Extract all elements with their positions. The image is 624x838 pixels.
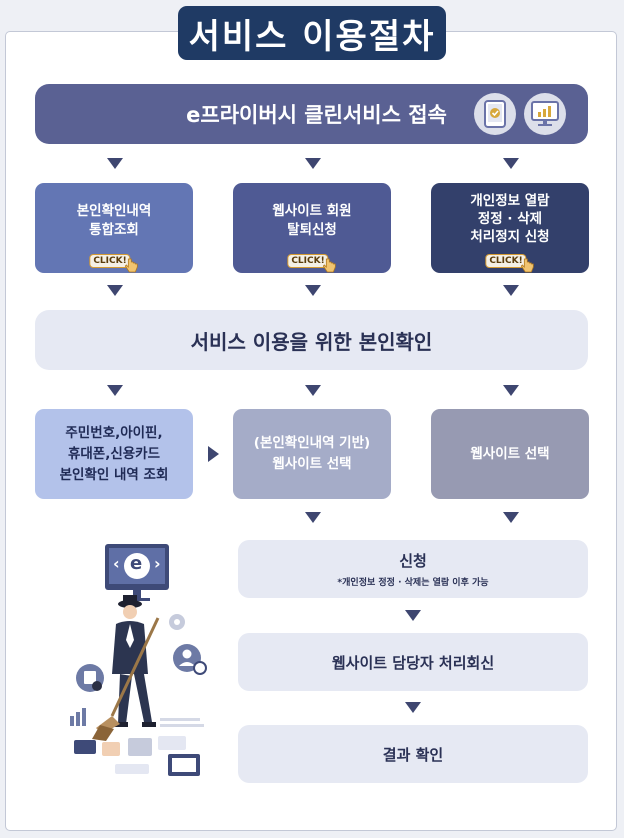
arrow-down bbox=[503, 512, 519, 523]
service-withdraw-button[interactable]: 웹사이트 회원 탈퇴신청 CLICK! bbox=[233, 183, 391, 273]
header-text: e프라이버시 클린서비스 접속 bbox=[186, 103, 447, 127]
header-banner: e프라이버시 클린서비스 접속 bbox=[35, 84, 588, 144]
header-icons bbox=[474, 93, 566, 135]
service-privacy-request-button[interactable]: 개인정보 열람 정정 · 삭제 처리정지 신청 CLICK! bbox=[431, 183, 589, 273]
step-select-website: 웹사이트 선택 bbox=[431, 409, 589, 499]
arrow-down bbox=[107, 285, 123, 296]
flow-apply: 신청 *개인정보 정정 · 삭제는 열람 이후 가능 bbox=[238, 540, 588, 598]
step-label-line: 본인확인 내역 조회 bbox=[59, 466, 169, 483]
monitor-chevron-left-icon: ‹ bbox=[113, 554, 120, 573]
service-label-line: 정정 · 삭제 bbox=[477, 211, 543, 227]
flow-reply: 웹사이트 담당자 처리회신 bbox=[238, 633, 588, 691]
arrow-down bbox=[503, 158, 519, 169]
tablet-icon bbox=[474, 93, 516, 135]
step-label-line: 웹사이트 선택 bbox=[272, 456, 352, 472]
pointer-hand-icon bbox=[521, 258, 535, 273]
service-label-line: 본인확인내역 bbox=[76, 203, 152, 219]
cleaning-illustration: ‹ e › bbox=[60, 540, 220, 785]
service-label-line: 처리정지 신청 bbox=[470, 229, 550, 245]
monitor-chart-icon bbox=[524, 93, 566, 135]
monitor-e-letter: e bbox=[130, 553, 143, 574]
page-title: 서비스 이용절차 bbox=[178, 6, 446, 60]
result-text: 결과 확인 bbox=[382, 745, 444, 764]
apply-note: *개인정보 정정 · 삭제는 열람 이후 가능 bbox=[337, 578, 489, 588]
arrow-down bbox=[503, 385, 519, 396]
service-identity-check-button[interactable]: 본인확인내역 통합조회 CLICK! bbox=[35, 183, 193, 273]
step-label-line: 휴대폰,신용카드 bbox=[67, 445, 161, 462]
apply-text: 신청 bbox=[399, 552, 427, 570]
arrow-down bbox=[305, 385, 321, 396]
step-label-line: (본인확인내역 기반) bbox=[253, 435, 371, 451]
service-label-line: 웹사이트 회원 bbox=[272, 203, 352, 219]
service-label-line: 탈퇴신청 bbox=[287, 222, 337, 238]
service-label-line: 통합조회 bbox=[89, 222, 139, 238]
service-label-line: 개인정보 열람 bbox=[470, 193, 550, 209]
step-label-line: 웹사이트 선택 bbox=[470, 445, 550, 462]
arrow-down bbox=[305, 158, 321, 169]
arrow-down bbox=[305, 285, 321, 296]
click-badge: CLICK! bbox=[485, 254, 535, 273]
arrow-down bbox=[305, 512, 321, 523]
step-label-line: 주민번호,아이핀, bbox=[65, 424, 163, 441]
verification-text: 서비스 이용을 위한 본인확인 bbox=[190, 329, 433, 354]
flow-result: 결과 확인 bbox=[238, 725, 588, 783]
arrow-down bbox=[107, 158, 123, 169]
identity-verification-step: 서비스 이용을 위한 본인확인 bbox=[35, 310, 588, 370]
click-badge: CLICK! bbox=[89, 254, 139, 273]
pointer-hand-icon bbox=[323, 258, 337, 273]
arrow-down bbox=[503, 285, 519, 296]
arrow-down bbox=[405, 610, 421, 621]
step-select-website-based: (본인확인내역 기반) 웹사이트 선택 bbox=[233, 409, 391, 499]
click-label: CLICK! bbox=[89, 254, 131, 268]
step-lookup-history: 주민번호,아이핀, 휴대폰,신용카드 본인확인 내역 조회 bbox=[35, 409, 193, 499]
arrow-right bbox=[208, 446, 219, 462]
arrow-down bbox=[405, 702, 421, 713]
pointer-hand-icon bbox=[125, 258, 139, 273]
arrow-down bbox=[107, 385, 123, 396]
monitor-chevron-right-icon: › bbox=[154, 554, 161, 573]
reply-text: 웹사이트 담당자 처리회신 bbox=[331, 653, 495, 672]
click-badge: CLICK! bbox=[287, 254, 337, 273]
click-label: CLICK! bbox=[485, 254, 527, 268]
